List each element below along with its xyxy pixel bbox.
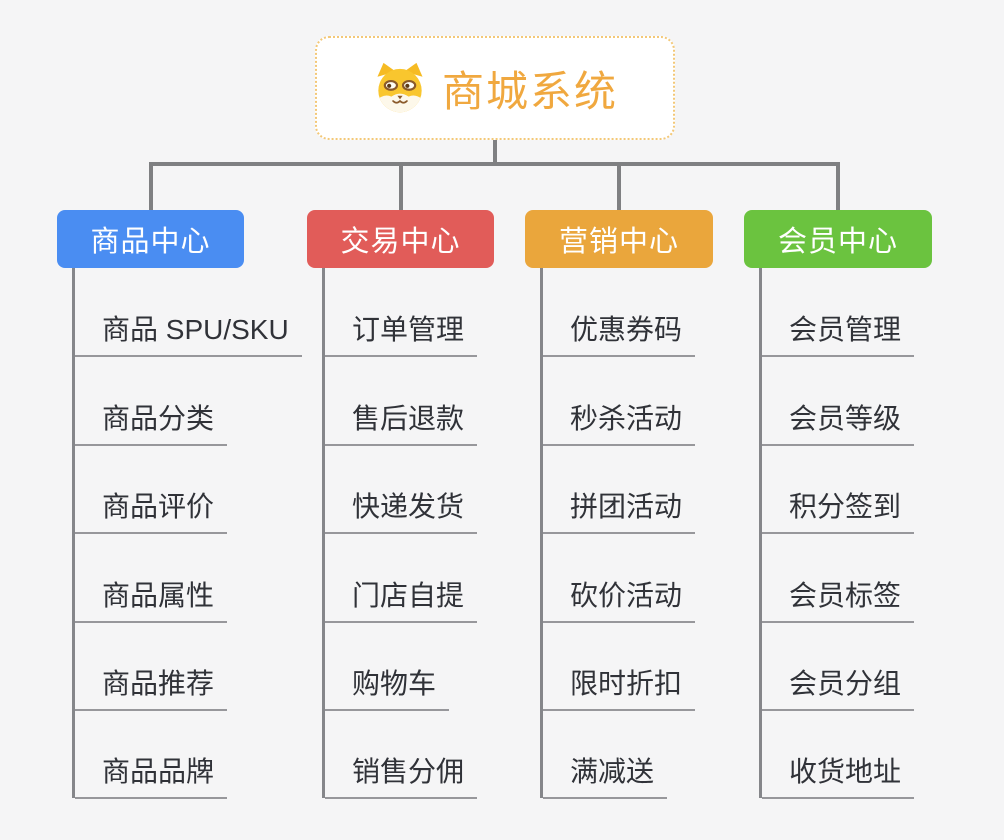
drop-line-marketing-center [617, 162, 621, 210]
branch-product-center: 商品中心商品 SPU/SKU 商品分类商品评价商品属性商品推荐商品品牌 [57, 210, 302, 800]
child-node: 商品 SPU/SKU [75, 268, 302, 358]
child-node: 售后退款 [325, 356, 494, 446]
child-node-label[interactable]: 商品评价 [75, 485, 228, 535]
child-node-label[interactable]: 商品推荐 [75, 662, 228, 711]
root-title: 商城系统 [441, 67, 618, 115]
bus-line [148, 162, 840, 166]
child-node-label[interactable]: 优惠券码 [543, 308, 696, 358]
child-node: 商品品牌 [75, 710, 244, 800]
drop-line-product-center [148, 162, 153, 210]
child-node-label[interactable]: 会员标签 [762, 574, 915, 623]
child-node: 满减送 [543, 710, 713, 800]
child-node-label[interactable]: 会员管理 [762, 308, 915, 358]
child-node: 商品属性 [75, 533, 244, 623]
child-node: 限时折扣 [543, 622, 713, 711]
child-node: 购物车 [325, 622, 494, 711]
branch-children-marketing-center: 优惠券码秒杀活动拼团活动砍价活动限时折扣满减送 [540, 268, 713, 800]
branch-children-trade-center: 订单管理售后退款快递发货门店自提购物车销售分佣 [322, 268, 494, 800]
child-node: 会员分组 [762, 622, 932, 711]
child-node: 会员管理 [762, 268, 932, 358]
child-node: 商品分类 [75, 356, 244, 446]
child-node-label[interactable]: 商品品牌 [75, 750, 228, 800]
child-node-label[interactable]: 商品属性 [75, 574, 228, 623]
child-node-label[interactable]: 订单管理 [325, 308, 478, 358]
child-node: 会员等级 [762, 356, 932, 446]
child-node-label[interactable]: 会员等级 [762, 397, 915, 446]
child-node-label[interactable]: 商品 SPU/SKU [75, 308, 302, 358]
child-node: 订单管理 [325, 268, 494, 358]
child-node-label[interactable]: 限时折扣 [543, 662, 696, 711]
child-node-label[interactable]: 销售分佣 [325, 750, 478, 800]
branch-marketing-center: 营销中心优惠券码秒杀活动拼团活动砍价活动限时折扣满减送 [525, 210, 713, 800]
child-node-label[interactable]: 拼团活动 [543, 485, 696, 535]
child-node: 收货地址 [762, 710, 932, 800]
child-node-label[interactable]: 商品分类 [75, 397, 228, 446]
child-node-label[interactable]: 会员分组 [762, 662, 915, 711]
child-node: 优惠券码 [543, 268, 713, 358]
child-node: 门店自提 [325, 533, 494, 623]
branch-node-marketing-center[interactable]: 营销中心 [525, 210, 713, 268]
branch-node-product-center[interactable]: 商品中心 [57, 210, 244, 268]
child-node-label[interactable]: 快递发货 [325, 485, 478, 535]
branch-trade-center: 交易中心订单管理售后退款快递发货门店自提购物车销售分佣 [307, 210, 494, 800]
root-node[interactable]: 商城系统 [315, 36, 675, 140]
child-node: 会员标签 [762, 533, 932, 623]
shiba-dog-icon [377, 62, 423, 113]
branch-node-member-center[interactable]: 会员中心 [744, 210, 932, 268]
child-node-label[interactable]: 砍价活动 [543, 574, 696, 623]
child-node-label[interactable]: 满减送 [543, 750, 668, 800]
child-node: 砍价活动 [543, 533, 713, 623]
child-node: 积分签到 [762, 445, 932, 535]
child-node-label[interactable]: 积分签到 [762, 485, 915, 535]
child-node-label[interactable]: 门店自提 [325, 574, 478, 623]
child-node-label[interactable]: 售后退款 [325, 397, 478, 446]
drop-line-trade-center [398, 162, 403, 210]
drop-line-member-center [836, 162, 840, 210]
branch-children-member-center: 会员管理会员等级积分签到会员标签会员分组收货地址 [759, 268, 932, 800]
child-node: 销售分佣 [325, 710, 494, 800]
branch-node-trade-center[interactable]: 交易中心 [307, 210, 494, 268]
child-node-label[interactable]: 购物车 [325, 662, 450, 711]
child-node-label[interactable]: 秒杀活动 [543, 397, 696, 446]
root-stem-line [493, 140, 497, 166]
child-node: 快递发货 [325, 445, 494, 535]
child-node: 秒杀活动 [543, 356, 713, 446]
child-node-label[interactable]: 收货地址 [762, 750, 915, 800]
child-node: 拼团活动 [543, 445, 713, 535]
branch-children-product-center: 商品 SPU/SKU 商品分类商品评价商品属性商品推荐商品品牌 [72, 268, 302, 800]
child-node: 商品推荐 [75, 622, 244, 711]
branch-member-center: 会员中心会员管理会员等级积分签到会员标签会员分组收货地址 [744, 210, 932, 800]
child-node: 商品评价 [75, 445, 244, 535]
